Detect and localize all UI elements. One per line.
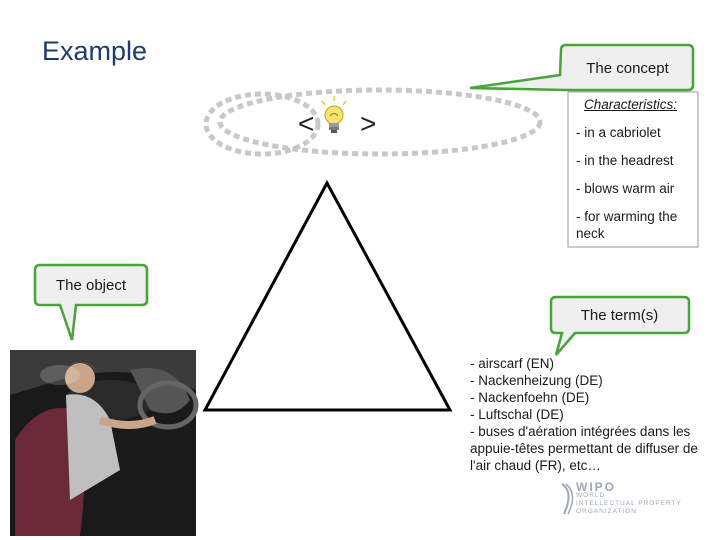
logo-org-line: ORGANIZATION — [576, 508, 637, 515]
object-label: The object — [55, 276, 127, 294]
characteristic-item: - blows warm air — [576, 181, 675, 196]
characteristics-heading: Characteristics: — [584, 97, 678, 112]
term-item: - airscarf (EN) — [470, 356, 554, 371]
concept-bracket-left: < — [298, 108, 315, 139]
page-title: Example — [42, 36, 148, 66]
semiotic-triangle — [202, 179, 453, 412]
object-bubble — [33, 263, 149, 341]
concept-cloud-left — [203, 91, 321, 157]
concept-bubble — [469, 43, 695, 92]
term-item: - Nackenfoehn (DE) — [470, 390, 590, 405]
term-item: - buses d'aération intégrées dans les ap… — [470, 424, 698, 473]
terms-bubble — [549, 295, 691, 356]
logo-org-text: WORLD INTELLECTUAL PROPERTY ORGANIZATION — [576, 492, 682, 516]
lightbulb-icon — [321, 96, 347, 133]
logo-name: WIPO — [576, 480, 616, 494]
terms-label: The term(s) — [580, 306, 659, 324]
characteristics-box — [567, 91, 699, 248]
characteristic-item: - in a cabriolet — [576, 125, 661, 140]
logo-org-line: WORLD — [576, 492, 606, 499]
term-item: - Nackenheizung (DE) — [470, 373, 603, 388]
characteristic-item: - for warming the neck — [576, 209, 678, 241]
car-interior-photo — [10, 350, 199, 536]
logo-org-line: INTELLECTUAL PROPERTY — [576, 500, 682, 507]
concept-cloud — [217, 87, 543, 157]
characteristics-panel: Characteristics: - in a cabriolet - in t… — [568, 92, 698, 247]
wipo-emblem-icon — [561, 483, 574, 515]
characteristic-item: - in the headrest — [576, 153, 674, 168]
terms-list: - airscarf (EN) - Nackenheizung (DE) - N… — [470, 355, 710, 474]
concept-bracket-right: > — [360, 108, 377, 139]
wipo-logo: WIPO WORLD INTELLECTUAL PROPERTY ORGANIZ… — [560, 480, 710, 520]
term-item: - Luftschal (DE) — [470, 407, 564, 422]
concept-label: The concept — [586, 59, 669, 77]
